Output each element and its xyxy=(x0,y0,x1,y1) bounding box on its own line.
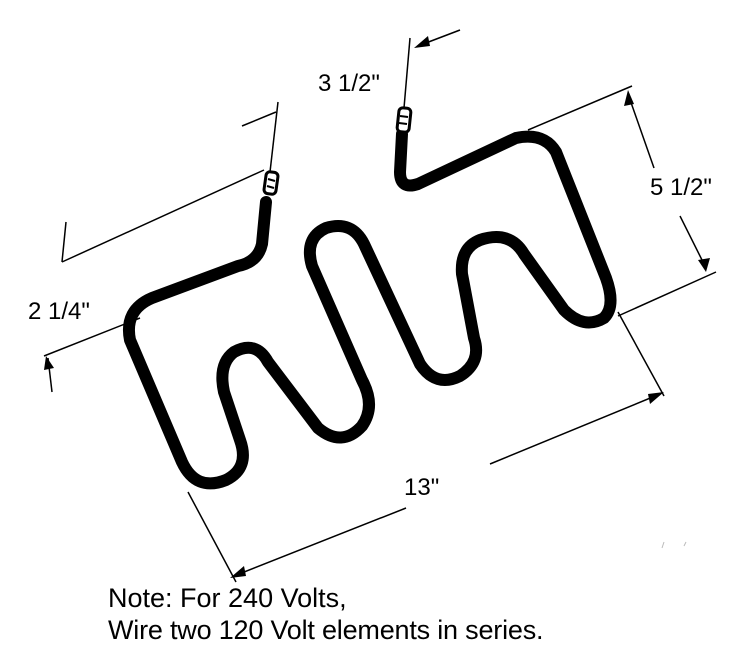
extension-line xyxy=(403,37,411,109)
arrowhead-icon xyxy=(230,566,246,578)
arrowhead-icon xyxy=(44,356,54,370)
heating-element-coil xyxy=(123,128,617,490)
arrowhead-icon xyxy=(624,90,634,106)
extension-line xyxy=(187,491,237,583)
tick-line xyxy=(241,111,277,127)
arrowhead-icon xyxy=(698,258,710,272)
left-terminal xyxy=(262,170,280,196)
speck xyxy=(661,541,665,549)
right-terminal xyxy=(395,106,413,134)
dimension-terminal-spacing xyxy=(43,317,141,393)
tick-line xyxy=(61,221,67,263)
arrowhead-icon xyxy=(414,36,430,48)
dimension-line xyxy=(627,93,655,169)
note-line-2: Wire two 120 Volt elements in series. xyxy=(108,615,544,645)
extension-line xyxy=(43,317,141,357)
dimension-line xyxy=(489,393,661,465)
dimension-line xyxy=(679,215,707,269)
dimension-length xyxy=(187,311,665,583)
dimension-label-terminal-spacing: 2 1/4" xyxy=(28,298,90,325)
arrowhead-icon xyxy=(648,392,664,404)
extension-line xyxy=(617,311,665,397)
speck xyxy=(683,541,687,547)
dimension-label-height: 5 1/2" xyxy=(650,174,712,201)
dimension-label-length: 13" xyxy=(404,474,440,501)
dimension-line xyxy=(233,507,407,577)
note-line-1: Note: For 240 Volts, xyxy=(108,583,347,613)
extension-line xyxy=(61,169,265,263)
extension-line xyxy=(527,85,633,131)
dimension-label-terminal-offset: 3 1/2" xyxy=(318,70,380,97)
wiring-note: Note: For 240 Volts, Wire two 120 Volt e… xyxy=(108,582,543,646)
dimension-height xyxy=(527,85,717,317)
extension-line xyxy=(269,101,279,173)
dimension-terminal-offset xyxy=(61,29,461,263)
extension-line xyxy=(617,271,717,317)
